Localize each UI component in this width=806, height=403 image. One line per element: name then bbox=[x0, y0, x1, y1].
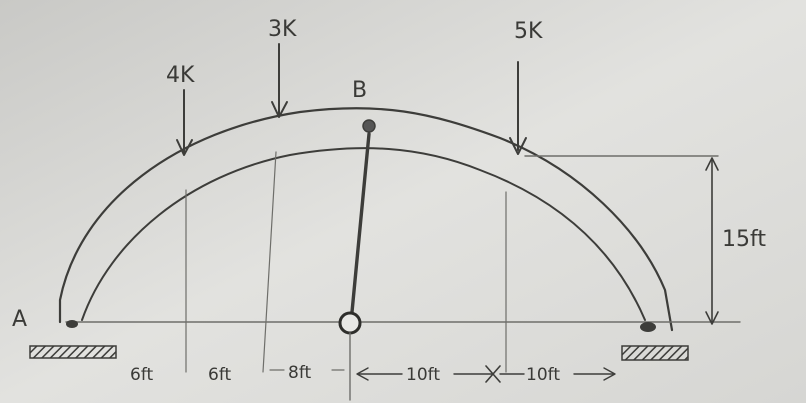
support-a-pin bbox=[66, 320, 78, 328]
spacing-divider-mark bbox=[485, 365, 501, 383]
spacing-3-label: 8ft bbox=[288, 363, 312, 383]
spacing-5-arrow-right bbox=[603, 367, 616, 381]
vertical-strut bbox=[350, 132, 371, 314]
load-3k-arrow-head bbox=[271, 101, 288, 118]
support-a-label: A bbox=[12, 307, 27, 332]
spacing-2-label: 6ft bbox=[208, 365, 232, 385]
spacing-1-label: 6ft bbox=[130, 365, 154, 385]
arch-inner-edge bbox=[81, 147, 646, 321]
spacing-4-arrow-left bbox=[356, 367, 369, 381]
load-4k-label: 4K bbox=[166, 63, 195, 88]
height-arrow-top bbox=[705, 157, 719, 171]
load-4k-arrow-head bbox=[176, 139, 193, 156]
bottom-hinge bbox=[338, 311, 362, 335]
hinge-b-label: B bbox=[352, 78, 367, 103]
projection-line-3k bbox=[262, 151, 277, 373]
support-c-base bbox=[621, 345, 689, 361]
load-5k-arrow-head bbox=[509, 137, 527, 155]
spacing-4-label: 10ft bbox=[406, 365, 440, 385]
spacing-5-label: 10ft bbox=[526, 365, 560, 385]
load-5k-label: 5K bbox=[514, 19, 543, 44]
support-a-base bbox=[29, 345, 117, 359]
support-c-pin bbox=[640, 322, 656, 332]
height-arrow-bottom bbox=[705, 311, 719, 325]
hinge-b bbox=[362, 119, 376, 133]
load-3k-label: 3K bbox=[268, 17, 297, 42]
height-label: 15ft bbox=[722, 227, 766, 252]
arch-outer-edge bbox=[58, 107, 674, 332]
